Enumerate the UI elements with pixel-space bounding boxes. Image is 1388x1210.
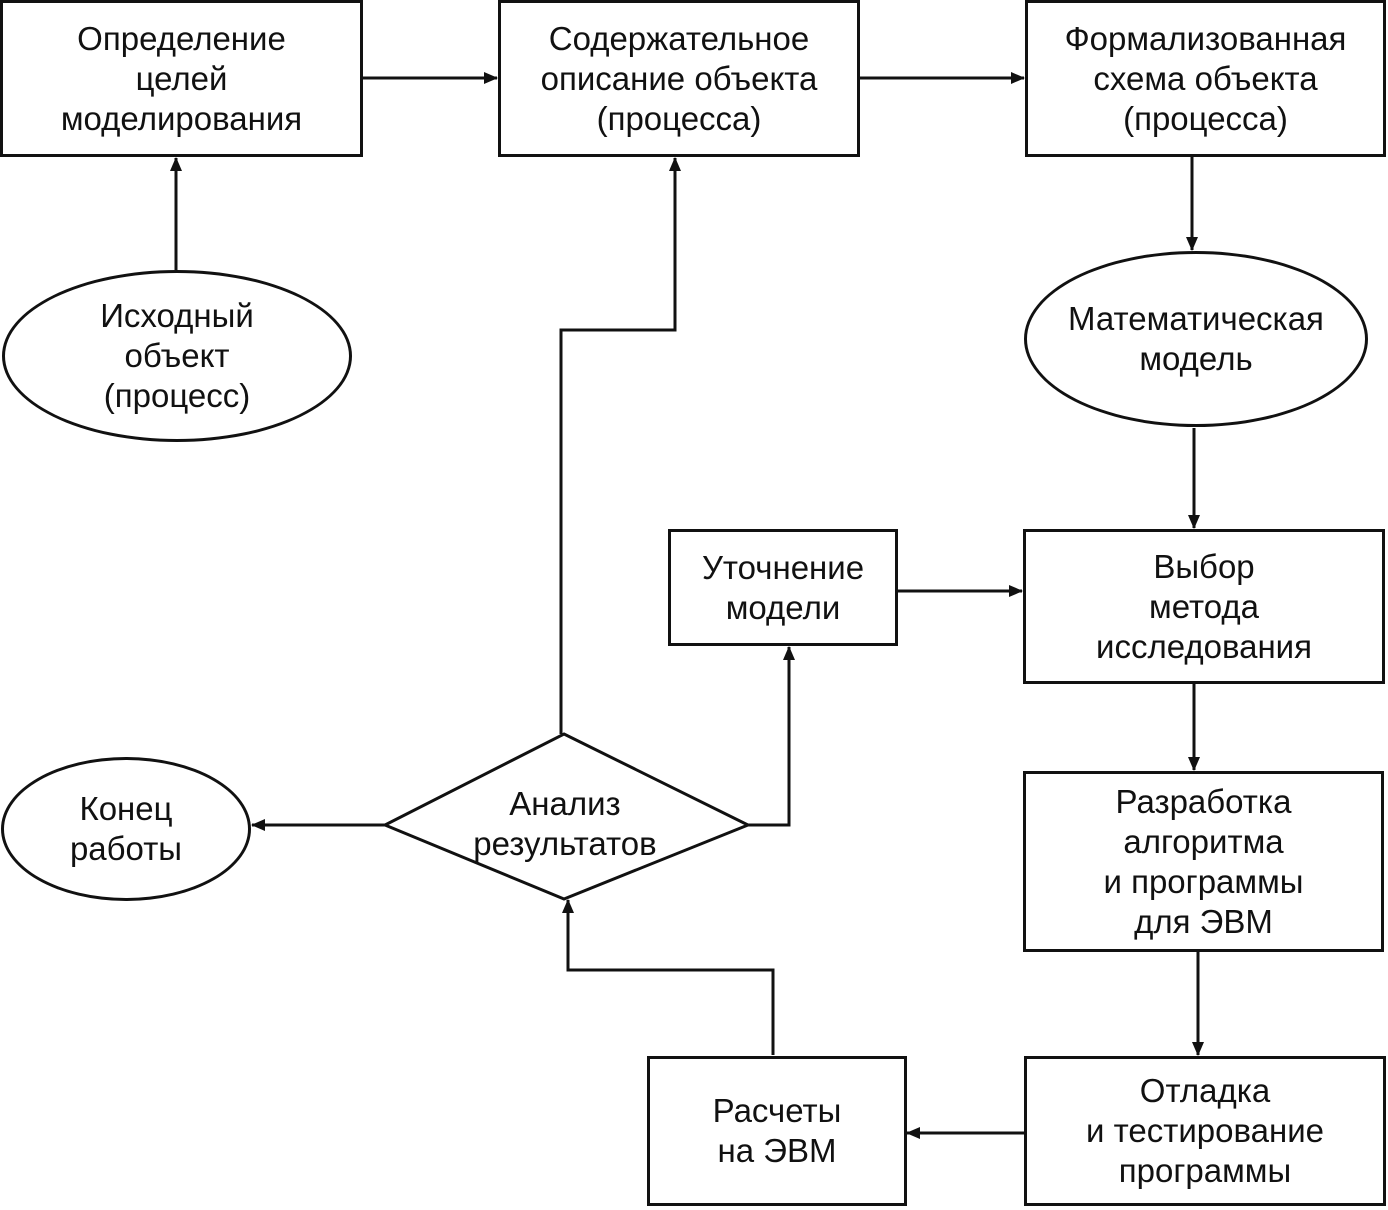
node-source-object-line-2: объект — [124, 337, 230, 374]
node-refine-model: Уточнение модели — [668, 529, 898, 646]
node-source-object: Исходный объект (процесс) — [2, 270, 352, 442]
node-formal-scheme-line-1: Формализованная — [1064, 19, 1347, 57]
node-formal-scheme-line-3: (процесса) — [1123, 99, 1288, 137]
arrow-analysis-to-refine — [748, 646, 795, 827]
node-modeling-goals-line-2: целей — [135, 59, 228, 97]
node-algorithm-development-line-2: алгоритма — [1123, 822, 1284, 860]
node-formal-scheme: Формализованная схема объекта (процесса) — [1025, 0, 1386, 157]
node-modeling-goals-line-3: моделирования — [60, 99, 303, 137]
node-source-object-line-3: (процесс) — [103, 377, 251, 414]
analysis-diamond-shape — [381, 732, 752, 901]
node-math-model: Математическая модель — [1024, 251, 1368, 427]
node-modeling-goals: Определение целей моделирования — [0, 0, 363, 157]
node-refine-model-line-2: модели — [725, 588, 841, 626]
node-end-of-work: Конец работы — [1, 757, 251, 901]
node-debugging-testing-line-1: Отладка — [1139, 1072, 1271, 1109]
node-end-of-work-line-1: Конец — [79, 790, 173, 827]
node-source-object-line-1: Исходный — [100, 297, 254, 334]
arrow-analysis-to-description — [559, 157, 681, 734]
node-debugging-testing-line-3: программы — [1118, 1152, 1292, 1189]
node-debugging-testing: Отладка и тестирование программы — [1024, 1056, 1386, 1206]
node-end-of-work-line-2: работы — [69, 830, 183, 867]
node-content-description-line-1: Содержательное — [548, 19, 810, 57]
node-math-model-line-2: модель — [1139, 340, 1253, 377]
node-method-choice: Выбор метода исследования — [1023, 529, 1385, 684]
node-computations-line-1: Расчеты — [712, 1092, 842, 1129]
node-content-description: Содержательное описание объекта (процесс… — [498, 0, 860, 157]
node-results-analysis: Анализ результатов — [420, 764, 710, 884]
arrow-computations-to-analysis — [562, 899, 775, 1055]
node-method-choice-line-1: Выбор — [1153, 547, 1255, 585]
node-algorithm-development: Разработка алгоритма и программы для ЭВМ — [1023, 771, 1384, 952]
node-formal-scheme-line-2: схема объекта — [1093, 59, 1318, 97]
node-computations-line-2: на ЭВМ — [717, 1132, 837, 1169]
node-math-model-line-1: Математическая — [1068, 300, 1324, 337]
node-debugging-testing-line-2: и тестирование — [1086, 1112, 1324, 1149]
node-modeling-goals-line-1: Определение — [77, 19, 286, 57]
node-content-description-line-2: описание объекта — [540, 59, 818, 97]
node-computations: Расчеты на ЭВМ — [647, 1056, 907, 1206]
node-algorithm-development-line-1: Разработка — [1115, 782, 1292, 820]
node-algorithm-development-line-4: для ЭВМ — [1134, 902, 1273, 940]
node-method-choice-line-2: метода — [1149, 587, 1259, 625]
node-results-analysis-line-2: результатов — [473, 825, 657, 862]
node-algorithm-development-line-3: и программы — [1103, 862, 1304, 900]
node-refine-model-line-1: Уточнение — [701, 548, 865, 586]
node-content-description-line-3: (процесса) — [596, 99, 762, 137]
node-results-analysis-line-1: Анализ — [509, 785, 621, 822]
node-method-choice-line-3: исследования — [1096, 627, 1312, 665]
